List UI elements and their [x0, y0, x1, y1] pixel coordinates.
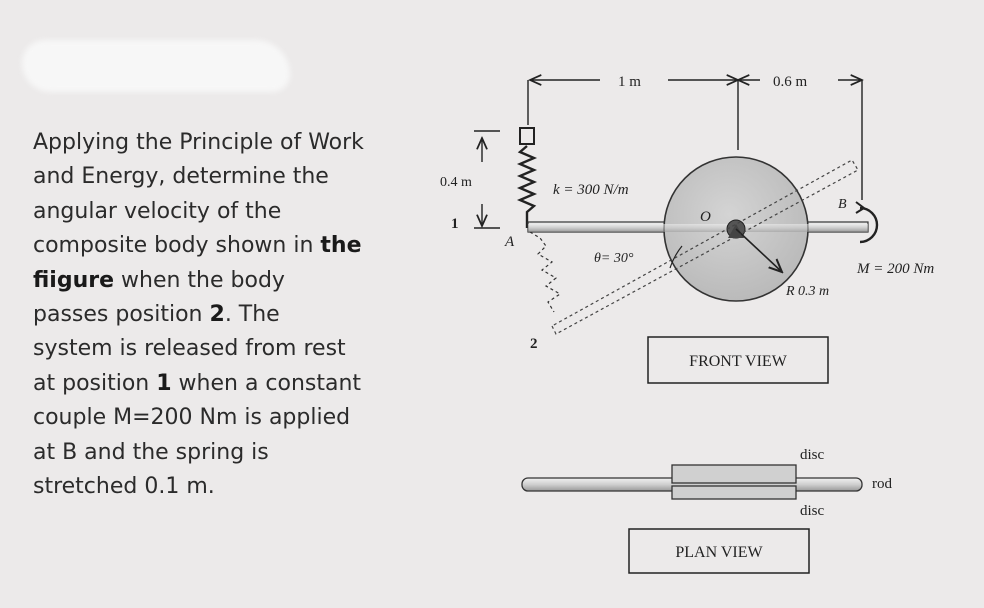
front-view-box	[647, 336, 829, 384]
plan-rod-label: rod	[872, 476, 892, 492]
problem-bold-text: 1	[156, 370, 172, 396]
problem-line: composite body shown in the	[33, 229, 423, 263]
theta-label: θ= 30°	[594, 251, 634, 266]
plan-view-label: PLAN VIEW	[675, 544, 763, 561]
problem-line: angular velocity of the	[33, 198, 282, 224]
dashed-spring-position-2	[529, 231, 562, 313]
point-A-label: A	[504, 234, 515, 250]
moment-label: M = 200 Nm	[856, 261, 934, 277]
problem-text: when a constant	[171, 370, 362, 396]
dimension-04m-label: 0.4 m	[440, 175, 472, 190]
plan-view-box	[628, 528, 810, 574]
problem-line: system is released from rest	[33, 336, 346, 362]
problem-line: at position 1 when a constant	[33, 367, 423, 401]
problem-text: composite body shown in	[33, 233, 321, 259]
problem-line: at B and the spring is	[33, 439, 269, 465]
plan-disc-top	[671, 464, 797, 484]
plan-disc-top-label: disc	[800, 447, 825, 463]
dimension-1m: 1 m	[530, 74, 738, 90]
position-1-label: 1	[451, 216, 459, 232]
spring-constant-label: k = 300 N/m	[553, 182, 629, 198]
spring-anchor	[519, 127, 535, 145]
problem-line: fiigure when the body	[33, 264, 423, 298]
problem-statement: Applying the Principle of Work and Energ…	[33, 126, 423, 504]
problem-bold-text: 2	[209, 302, 225, 328]
theta-arc	[669, 245, 683, 269]
position-2-label: 2	[530, 336, 538, 352]
problem-line: passes position 2. The	[33, 298, 423, 332]
problem-text: when the body	[114, 267, 285, 293]
problem-bold-text: the	[320, 233, 362, 259]
dimension-06m: 0.6 m	[738, 74, 862, 90]
problem-text: passes position	[33, 302, 210, 328]
moment-arrowhead-icon	[855, 201, 866, 214]
problem-line: and Energy, determine the	[33, 164, 329, 190]
radius-label: R 0.3 m	[785, 284, 829, 299]
dimension-1m-label: 1 m	[618, 74, 641, 90]
problem-line: stretched 0.1 m.	[33, 474, 215, 500]
problem-bold-text: fiigure	[33, 267, 115, 293]
rod-overlay	[528, 224, 868, 232]
plan-disc-bottom-label: disc	[800, 503, 825, 519]
problem-text: at position	[33, 370, 157, 396]
problem-line: Applying the Principle of Work	[33, 130, 364, 155]
moment-arc-icon	[859, 206, 879, 244]
radius-arrow	[735, 228, 782, 272]
point-B-label: B	[838, 197, 847, 212]
problem-line: couple M=200 Nm is applied	[33, 405, 351, 431]
problem-text: . The	[224, 302, 280, 328]
plan-disc-bottom	[671, 485, 797, 500]
dimension-06m-label: 0.6 m	[773, 74, 808, 90]
point-O-label: O	[700, 209, 711, 225]
spring-icon	[516, 145, 538, 228]
front-view-label: FRONT VIEW	[689, 353, 788, 370]
dimension-04m: 0.4 m	[440, 130, 500, 229]
redacted-blur-patch	[22, 40, 290, 92]
